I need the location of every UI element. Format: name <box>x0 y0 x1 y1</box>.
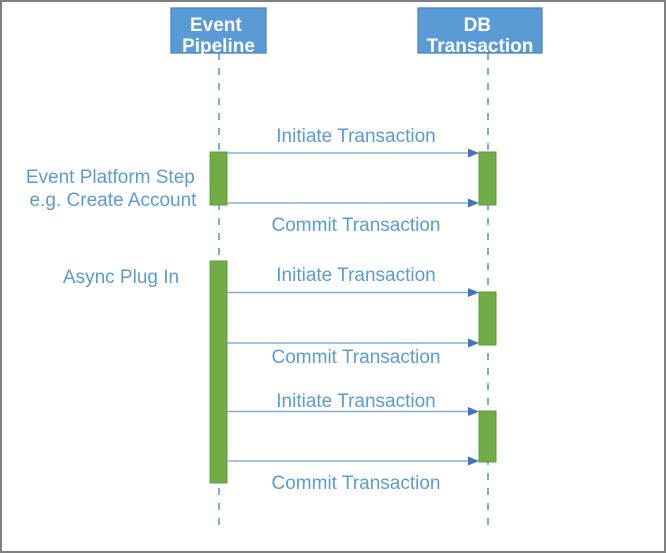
message-label-4: Commit Transaction <box>272 347 441 368</box>
message-arrow-2 <box>227 198 479 208</box>
actor-label: DB Transaction <box>427 15 534 57</box>
message-arrowhead <box>468 288 479 297</box>
activation-db-transaction-1 <box>478 151 497 206</box>
actor-event-pipeline: Event Pipeline <box>170 7 267 57</box>
message-label-1: Initiate Transaction <box>276 126 435 147</box>
message-label-2: Commit Transaction <box>272 215 441 236</box>
message-arrowhead <box>468 338 479 348</box>
actor-box <box>170 7 267 54</box>
actor-box <box>417 7 543 54</box>
message-arrow-5 <box>227 407 479 416</box>
activation-db-transaction-2 <box>478 291 497 346</box>
activation-async-plug-in <box>209 260 228 484</box>
message-arrow-1 <box>227 148 479 158</box>
message-arrowhead <box>468 148 479 158</box>
message-arrowhead <box>468 198 479 208</box>
actor-label-line: Event <box>190 15 242 36</box>
annotation-line: Event Platform Step <box>26 167 195 188</box>
message-arrow-6 <box>227 456 479 466</box>
message-label-6: Commit Transaction <box>272 473 441 494</box>
actor-label-line: DB <box>464 15 491 36</box>
message-arrow-4 <box>227 338 479 348</box>
annotation-async-plug-in: Async Plug In <box>63 267 179 288</box>
message-arrowhead <box>468 456 479 466</box>
message-arrow-3 <box>227 288 479 297</box>
message-label-3: Initiate Transaction <box>276 265 435 286</box>
annotation-event-platform-step: Event Platform Step e.g. Create Account <box>26 167 200 211</box>
actor-label-line: Pipeline <box>182 36 255 57</box>
actor-db-transaction: DB Transaction <box>417 7 543 57</box>
message-arrowhead <box>468 407 479 416</box>
annotation-line: e.g. Create Account <box>30 190 198 211</box>
actor-label: Event Pipeline <box>182 15 255 57</box>
activation-event-platform-step <box>209 151 228 206</box>
activation-db-transaction-3 <box>478 410 497 463</box>
message-label-5: Initiate Transaction <box>276 391 435 412</box>
actor-label-line: Transaction <box>427 36 534 57</box>
